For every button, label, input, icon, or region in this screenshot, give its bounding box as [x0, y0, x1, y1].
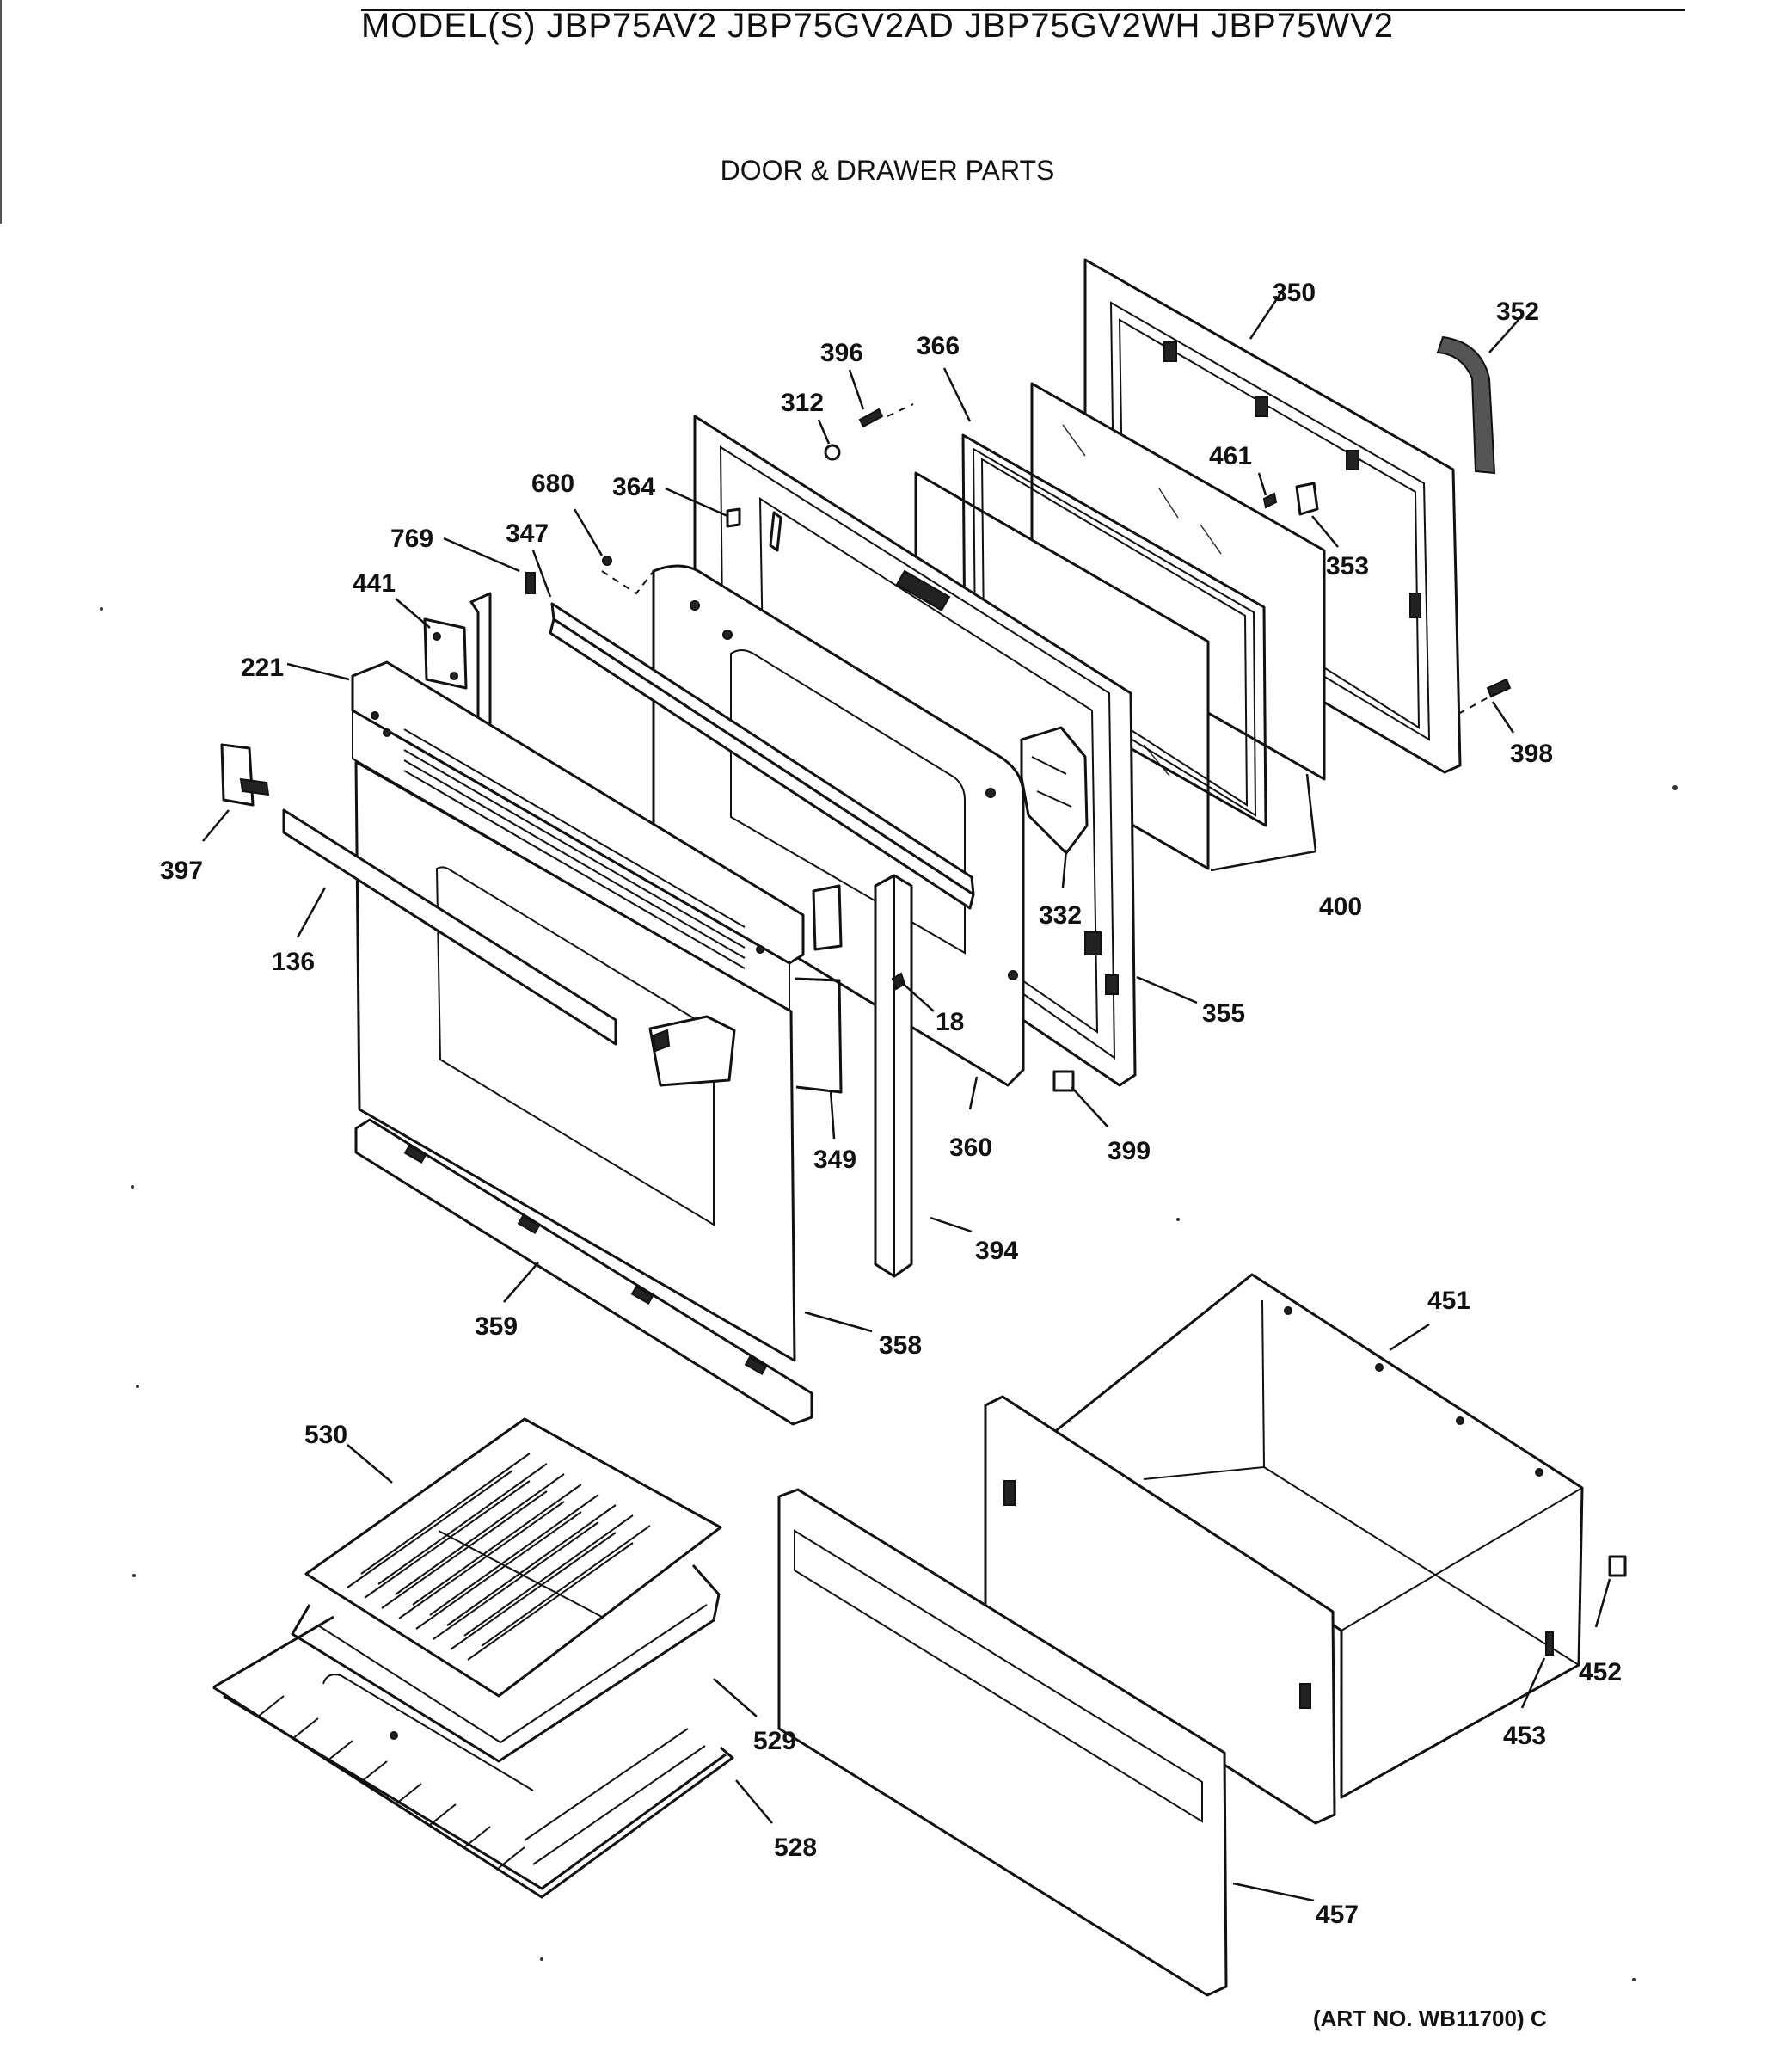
part-364-door-side-trim — [726, 507, 782, 552]
callout-364: 364 — [612, 473, 655, 501]
part-457-drawer-front — [777, 1488, 1228, 1997]
callout-769: 769 — [390, 525, 433, 553]
callout-353: 353 — [1326, 552, 1369, 580]
title-rule — [361, 9, 1685, 11]
callout-400: 400 — [1319, 893, 1362, 921]
part-397-bracket — [220, 743, 270, 807]
model-list-title: MODEL(S) JBP75AV2 JBP75GV2AD JBP75GV2WH … — [361, 7, 1395, 45]
callout-396: 396 — [820, 339, 863, 367]
part-360-door-inner-panel — [652, 564, 1025, 1087]
callout-312: 312 — [781, 389, 824, 417]
section-title: DOOR & DRAWER PARTS — [720, 155, 1055, 186]
callout-397: 397 — [160, 857, 203, 885]
callout-359: 359 — [475, 1312, 518, 1341]
part-347-door-channel — [549, 602, 975, 910]
callout-366: 366 — [917, 332, 960, 360]
part-530-broiler-pan-insert — [304, 1417, 722, 1698]
callout-399: 399 — [1108, 1137, 1151, 1165]
part-528-oven-rack — [212, 1615, 734, 1899]
parts-452-453-hardware — [1545, 1555, 1627, 1656]
callout-680: 680 — [531, 470, 574, 498]
callout-349: 349 — [813, 1146, 856, 1174]
assembly-guide-lines — [601, 403, 1497, 715]
callout-452: 452 — [1579, 1658, 1622, 1686]
callout-398: 398 — [1510, 740, 1553, 768]
callout-528: 528 — [774, 1834, 817, 1862]
callout-529: 529 — [753, 1727, 796, 1755]
part-136-door-handle — [282, 808, 736, 1087]
callout-221: 221 — [241, 654, 284, 682]
part-352-door-gasket — [1436, 335, 1496, 475]
callout-350: 350 — [1273, 279, 1316, 307]
callout-360: 360 — [949, 1133, 992, 1162]
callout-332: 332 — [1039, 901, 1082, 930]
callout-441: 441 — [353, 569, 396, 598]
part-529-broiler-pan — [291, 1564, 721, 1763]
callout-358: 358 — [879, 1331, 922, 1360]
part-366-window-frame — [961, 433, 1267, 827]
callout-136: 136 — [272, 948, 315, 976]
scan-specks — [100, 607, 1678, 1981]
part-359-door-bottom-trim — [354, 1118, 813, 1426]
callout-461: 461 — [1209, 442, 1252, 470]
callout-530: 530 — [304, 1421, 347, 1449]
hardware-screws — [525, 408, 1512, 1092]
part-451-drawer-body — [1047, 1273, 1584, 1799]
callout-457: 457 — [1316, 1901, 1359, 1929]
callout-labels: 350 352 396 366 312 461 680 364 353 769 … — [160, 279, 1622, 1929]
callout-355: 355 — [1202, 999, 1245, 1028]
art-number: (ART NO. WB11700) C — [1313, 2006, 1547, 2031]
callout-451: 451 — [1427, 1287, 1470, 1315]
page-edge-rule — [0, 0, 2, 224]
callout-leader-lines — [202, 292, 1611, 1902]
callout-453: 453 — [1503, 1722, 1546, 1750]
callout-352: 352 — [1496, 298, 1539, 326]
callout-394: 394 — [975, 1237, 1018, 1265]
callout-347: 347 — [506, 519, 549, 548]
callout-18: 18 — [936, 1008, 964, 1036]
part-349-insulation — [794, 977, 843, 1094]
